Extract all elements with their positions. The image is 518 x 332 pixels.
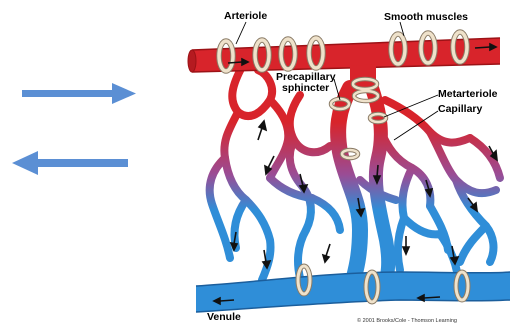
arrow-left-icon — [12, 151, 128, 175]
label-capillary: Capillary — [438, 104, 482, 115]
arrow-right-icon — [22, 83, 136, 104]
label-smooth-muscles: Smooth muscles — [384, 12, 468, 23]
label-metarteriole: Metarteriole — [438, 89, 498, 100]
label-precapillary-line2: sphincter — [282, 83, 329, 94]
metarteriole-left — [338, 88, 360, 285]
venule-vessel — [196, 272, 510, 312]
label-arteriole: Arteriole — [224, 11, 267, 22]
copyright-credit: © 2001 Brooks/Cole - Thomson Learning — [357, 318, 457, 324]
label-venule: Venule — [207, 312, 241, 323]
